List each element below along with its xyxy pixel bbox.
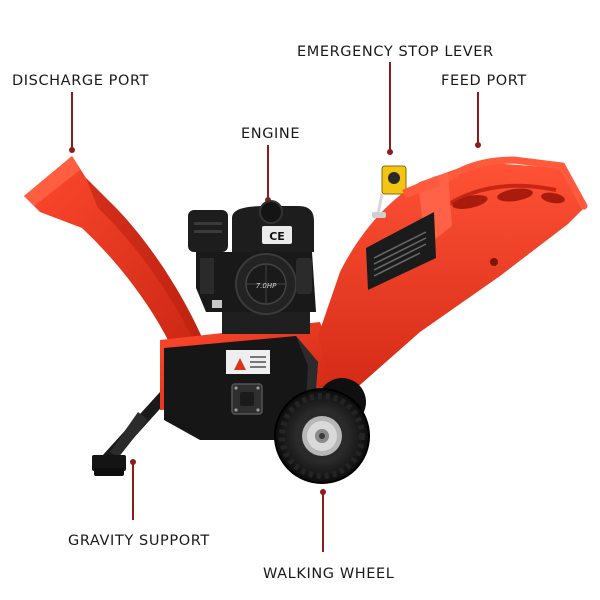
callout-feed-port: FEED PORT [441,73,527,89]
leader-dot-wheel [320,489,326,495]
hopper-warning-label [366,212,436,290]
emergency-stop-lever [372,165,440,218]
callout-discharge-port: DISCHARGE PORT [12,73,149,89]
callout-emergency-stop-lever: EMERGENCY STOP LEVER [297,44,494,60]
fuel-cap-icon [259,200,283,224]
callout-walking-wheel: WALKING WHEEL [263,566,394,582]
stop-button-icon [388,172,400,184]
leader-dot-estop [387,149,393,155]
engine-hp-badge: 7.0HP [256,282,277,290]
leader-dot-feed [475,142,481,148]
frame-warning-sticker [226,350,270,374]
callout-gravity-support: GRAVITY SUPPORT [68,533,210,549]
feed-hopper [318,156,588,392]
leader-dot-gravity [130,459,136,465]
discharge-chute [24,156,204,356]
ce-mark: CE [269,230,285,243]
gravity-support-stand [92,392,168,476]
callout-engine: ENGINE [241,126,300,142]
inspection-plate [231,383,263,415]
engine: CE 7.0HP [188,200,316,334]
leader-dot-discharge [69,147,75,153]
walking-wheel [274,378,370,484]
